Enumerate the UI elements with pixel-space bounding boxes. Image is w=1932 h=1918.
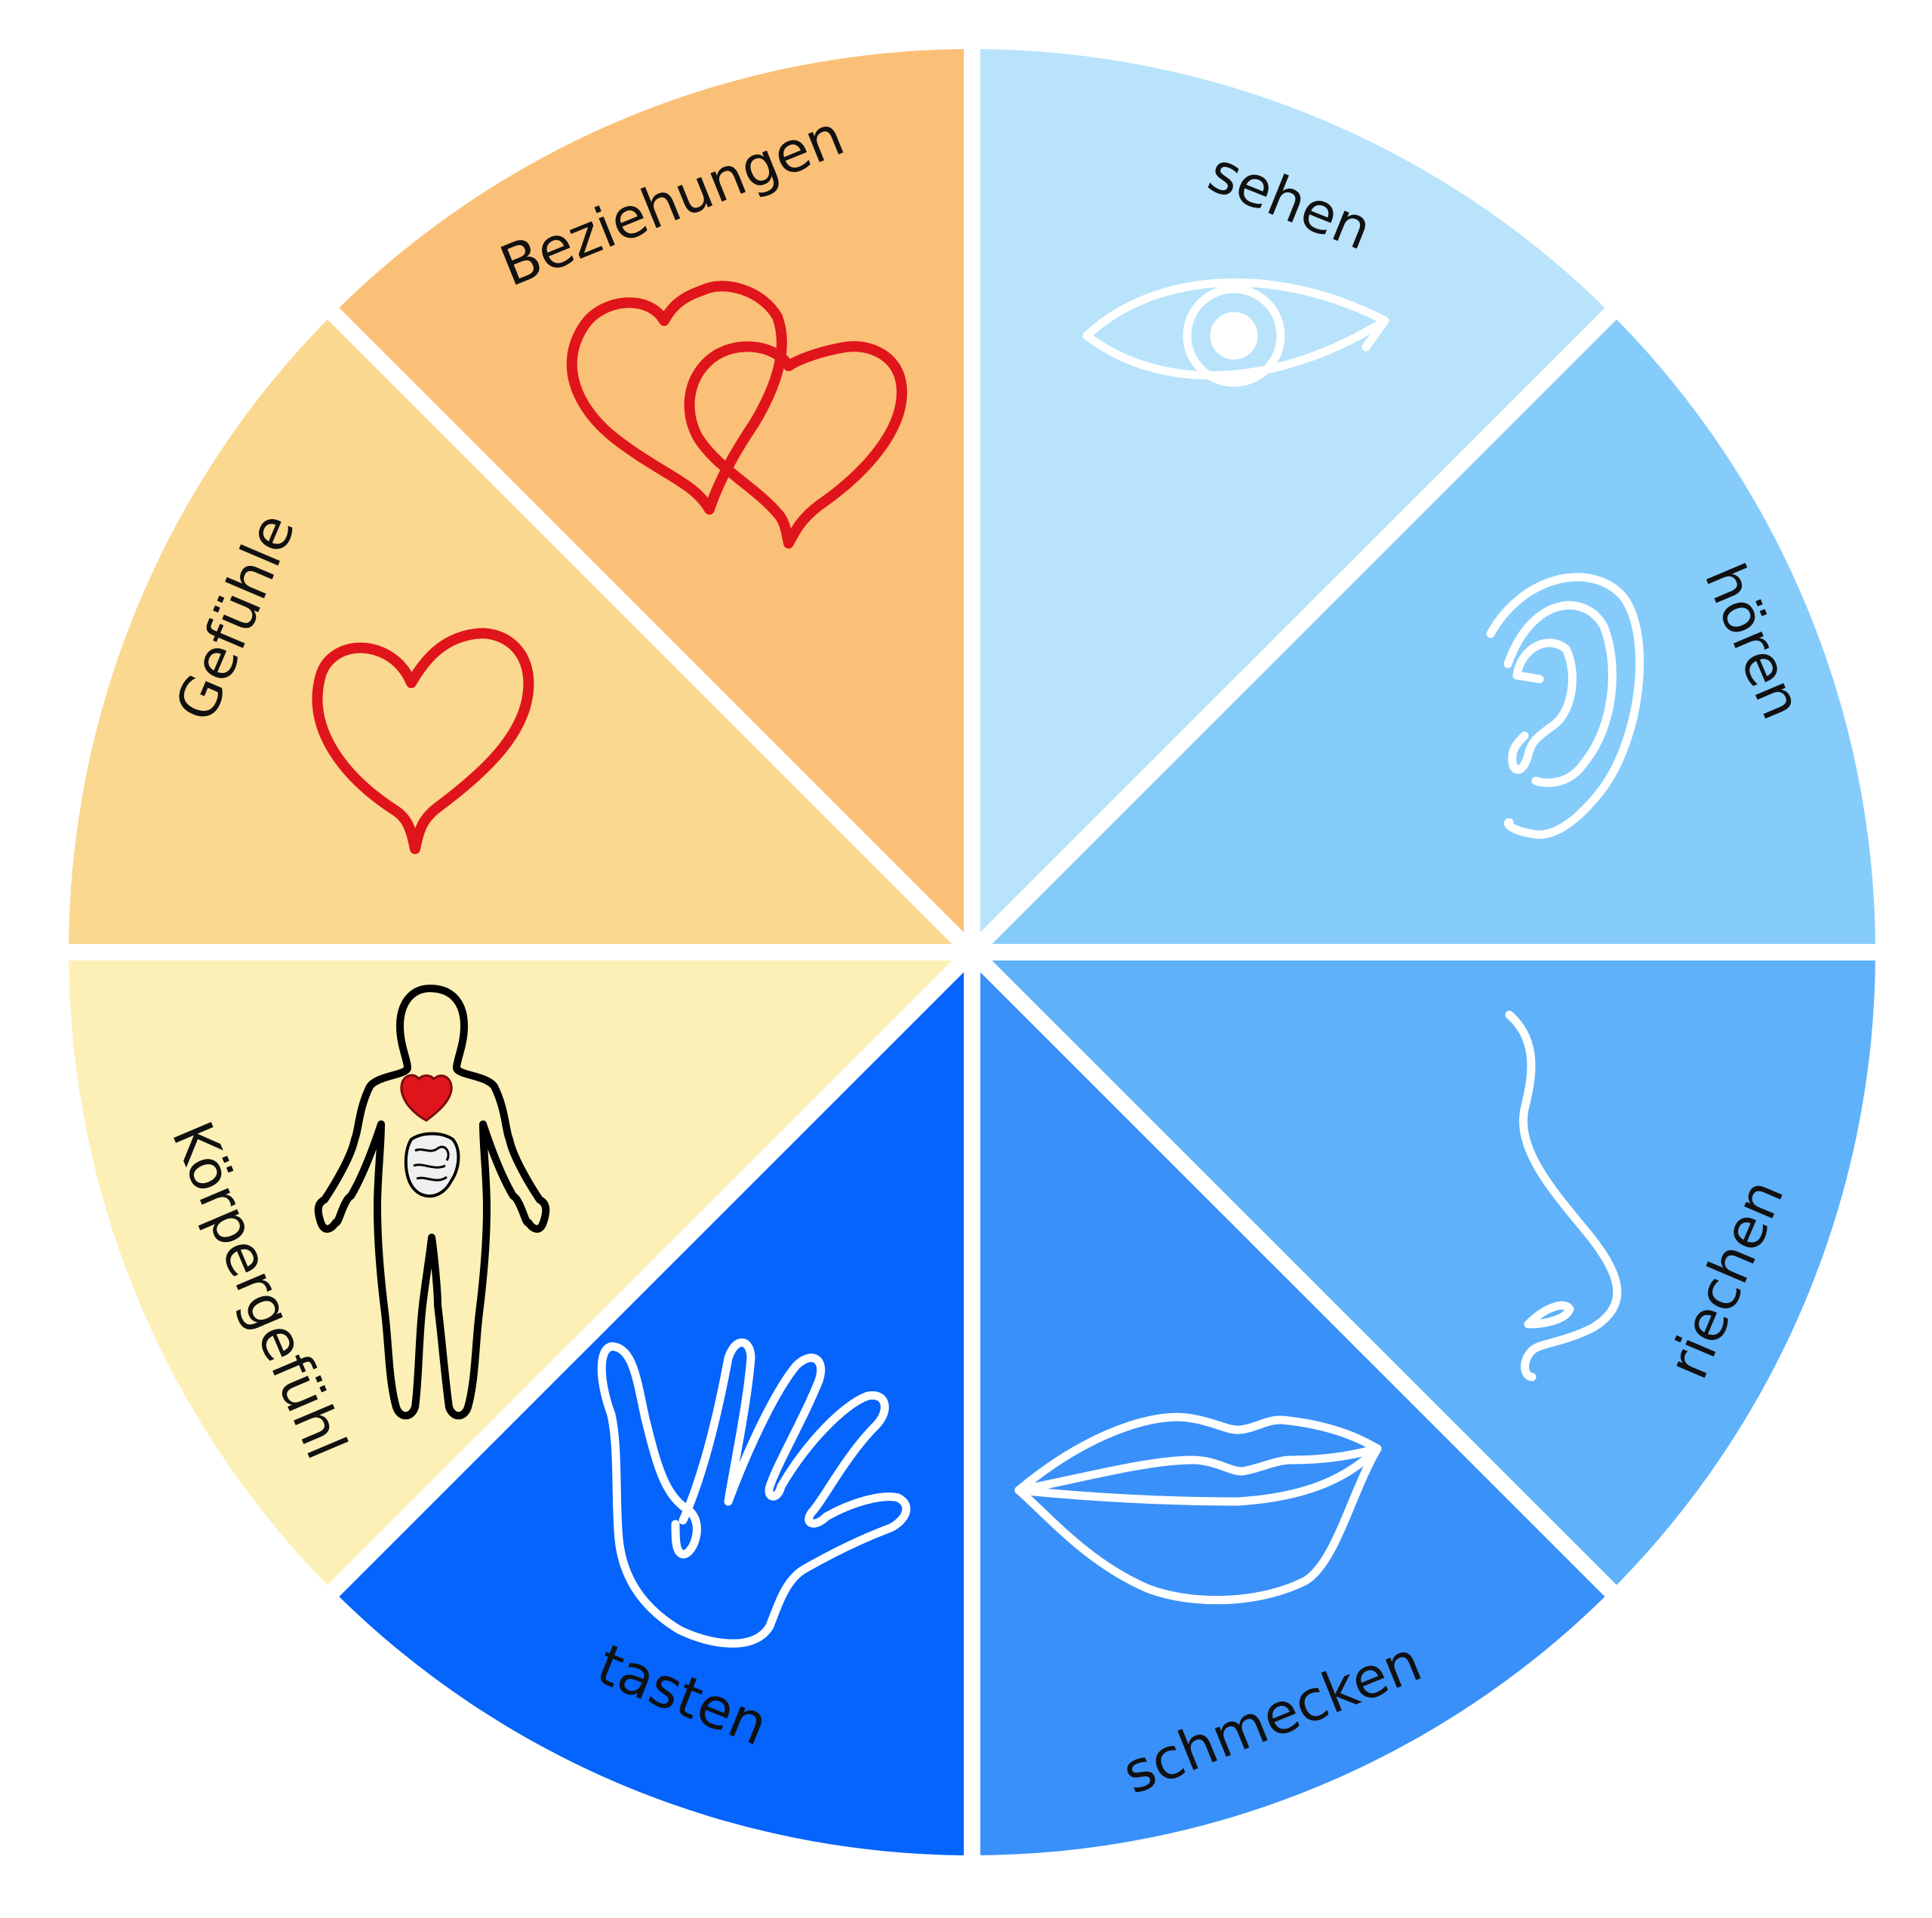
sector-koerpergefuehl — [69, 952, 972, 1591]
sector-riechen — [972, 952, 1875, 1591]
two-hearts-icon — [566, 281, 907, 549]
heart-icon — [312, 628, 534, 854]
hand-icon — [597, 1338, 911, 1648]
body-heart-organ — [400, 1074, 453, 1122]
eye-icon — [1082, 278, 1389, 387]
sector-gefuehle — [69, 313, 972, 953]
sector-tasten — [333, 952, 973, 1855]
sector-dividers — [50, 30, 1894, 1874]
nose-icon — [1505, 1010, 1622, 1382]
sector-hoeren — [972, 313, 1875, 953]
body-icon — [314, 985, 550, 1420]
sector-sehen — [972, 49, 1611, 952]
sector-schmecken — [972, 952, 1611, 1855]
sector-beziehungen — [333, 49, 973, 952]
lips-icon — [1014, 1412, 1382, 1605]
ear-icon — [1486, 573, 1644, 839]
